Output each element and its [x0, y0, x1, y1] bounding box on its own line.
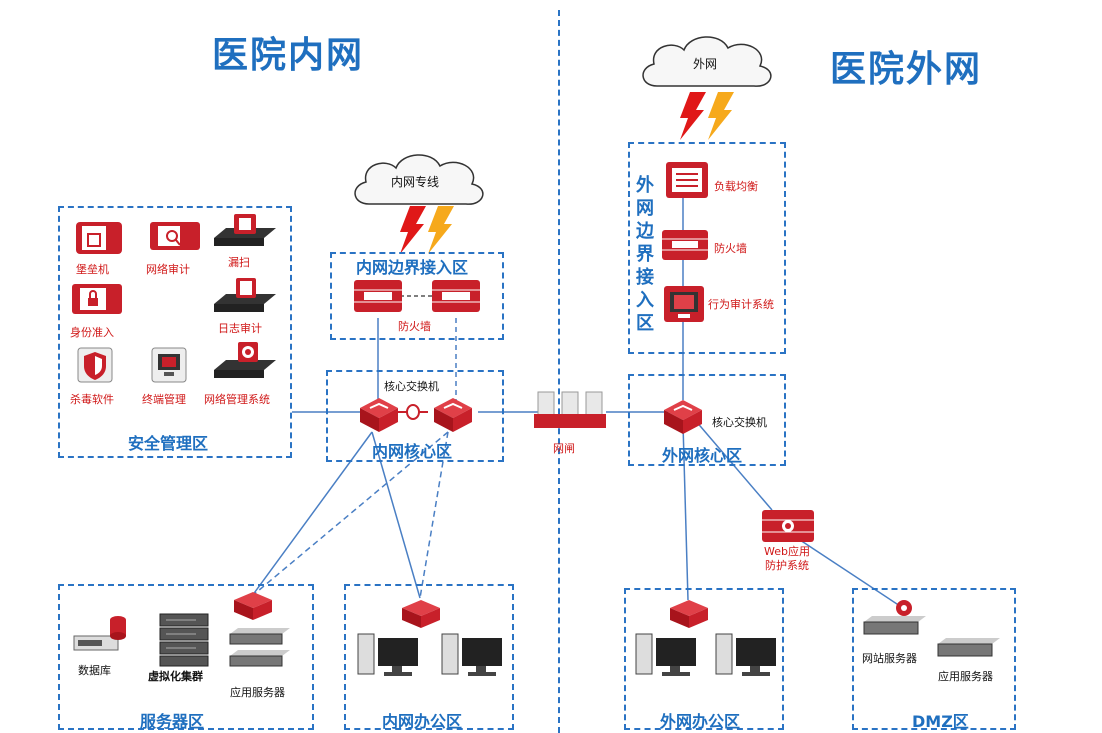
access-switch-icon — [670, 600, 708, 628]
firewall-icon — [432, 280, 480, 312]
inner-office-zone-label: 内网办公区 — [382, 712, 463, 731]
dmz-zone — [852, 588, 1016, 730]
bastion-host-icon — [76, 222, 122, 254]
outer-core-switch-label: 核心交换机 — [712, 416, 767, 429]
access-switch-icon — [402, 600, 440, 628]
core-switch-icon — [360, 398, 398, 432]
behavior-audit-icon — [664, 286, 704, 322]
web-server-icon — [863, 600, 926, 635]
firewall-icon — [662, 230, 708, 260]
app-server-icon — [229, 628, 290, 667]
inner-core-zone — [326, 370, 504, 462]
outer-office-zone-label: 外网办公区 — [660, 712, 741, 731]
inner-firewall-label: 防火墙 — [398, 320, 431, 333]
terminal-mgmt-label: 终端管理 — [142, 393, 186, 406]
antivirus-label: 杀毒软件 — [70, 393, 114, 406]
core-switch-icon — [664, 400, 702, 434]
gatekeeper-label: 网闸 — [553, 442, 575, 455]
outer-border-zone-label: 外 网 边 界 接 入 区 — [636, 175, 654, 334]
outer-core-zone — [628, 374, 786, 466]
private-line-cloud-label: 内网专线 — [391, 175, 440, 189]
inner-core-switch-label: 核心交换机 — [384, 380, 439, 393]
outer-network-title: 医院外网 — [830, 49, 983, 90]
dmz-app-server-label: 应用服务器 — [938, 670, 993, 683]
virtualization-cluster-icon — [159, 613, 209, 667]
log-audit-label: 日志审计 — [218, 322, 262, 335]
virtualization-cluster-label: 虚拟化集群 — [148, 670, 203, 683]
core-switch-icon — [434, 398, 472, 432]
desktop-pc-icon — [715, 633, 776, 676]
security-zone-label: 安全管理区 — [128, 434, 209, 453]
desktop-pc-icon — [441, 633, 502, 676]
load-balancer-label: 负载均衡 — [714, 180, 758, 193]
waf-icon — [762, 510, 814, 542]
private-line-cloud-icon — [354, 154, 484, 205]
outer-firewall-label: 防火墙 — [714, 242, 747, 255]
vuln-scanner-icon — [214, 214, 276, 246]
server-zone-label: 服务器区 — [140, 712, 205, 731]
security-zone — [58, 206, 292, 458]
app-server-label: 应用服务器 — [230, 686, 285, 699]
dmz-app-server-icon — [937, 638, 1000, 657]
log-audit-icon — [214, 278, 276, 312]
web-server-label: 网站服务器 — [862, 652, 917, 665]
internet-cloud-label: 外网 — [693, 57, 718, 71]
outer-core-zone-label: 外网核心区 — [662, 446, 743, 465]
net-mgmt-system-icon — [214, 342, 276, 378]
inner-core-zone-label: 内网核心区 — [372, 442, 453, 461]
inner-border-zone-label: 内网边界接入区 — [356, 258, 469, 277]
lightning-icon — [680, 92, 734, 140]
link-ring-icon — [398, 404, 428, 420]
database-icon — [73, 616, 126, 651]
behavior-audit-label: 行为审计系统 — [708, 298, 774, 311]
inner-office-zone — [344, 584, 514, 730]
database-label: 数据库 — [78, 664, 111, 677]
dmz-zone-label: DMZ区 — [912, 712, 969, 731]
lightning-icon — [400, 206, 454, 254]
antivirus-icon — [77, 347, 113, 383]
vuln-scanner-label: 漏扫 — [228, 256, 250, 269]
server-zone — [58, 584, 314, 730]
desktop-pc-icon — [357, 633, 418, 676]
internet-cloud-icon — [642, 36, 772, 87]
outer-border-zone — [628, 142, 786, 354]
network-divider — [558, 10, 560, 733]
gatekeeper-icon — [534, 391, 606, 428]
identity-access-label: 身份准入 — [70, 326, 114, 339]
access-switch-icon — [234, 592, 272, 620]
net-mgmt-system-label: 网络管理系统 — [204, 393, 270, 406]
waf-label: Web应用 防护系统 — [764, 545, 810, 572]
desktop-pc-icon — [635, 633, 696, 676]
inner-network-title: 医院内网 — [212, 35, 365, 76]
firewall-icon — [354, 280, 402, 312]
terminal-mgmt-icon — [151, 347, 187, 383]
net-audit-icon — [150, 222, 200, 250]
outer-office-zone — [624, 588, 784, 730]
identity-access-icon — [72, 284, 122, 314]
inner-border-zone — [330, 252, 504, 340]
bastion-host-label: 堡垒机 — [76, 263, 109, 276]
load-balancer-icon — [666, 162, 708, 198]
net-audit-label: 网络审计 — [146, 263, 190, 276]
